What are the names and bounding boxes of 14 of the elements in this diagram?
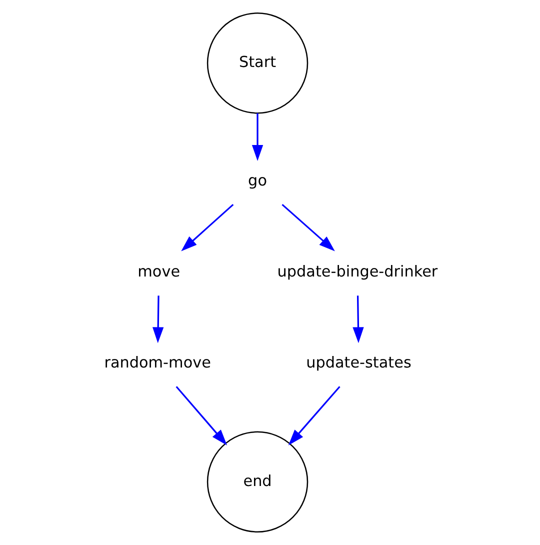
- node-text: move: [137, 262, 180, 280]
- arrow: [175, 386, 227, 446]
- arrow: [180, 204, 234, 252]
- node-text: go: [248, 171, 266, 190]
- node-text: update-binge-drinker: [276, 262, 438, 280]
- arrow: [251, 113, 263, 161]
- arrow: [288, 386, 340, 446]
- node-text: random-move: [104, 354, 210, 372]
- node-circle: end: [206, 431, 308, 532]
- node-circle: Start: [206, 12, 308, 114]
- arrow: [352, 296, 364, 344]
- node-text: update-states: [306, 354, 411, 372]
- arrow: [152, 296, 164, 344]
- arrow: [281, 204, 334, 252]
